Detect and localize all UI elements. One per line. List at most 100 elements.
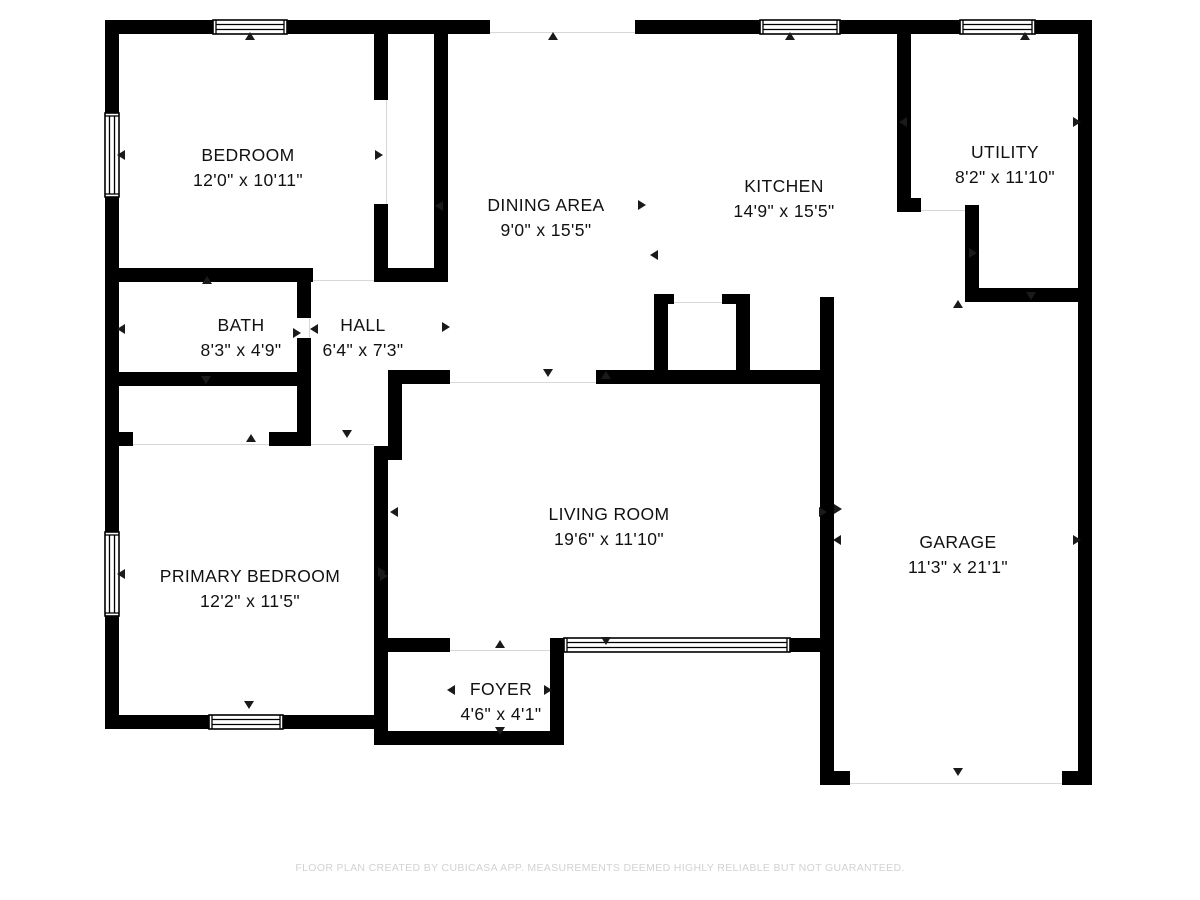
wall-bedroom-closet-e2 [374, 204, 388, 282]
dirmark-bedroom-east [375, 150, 383, 160]
room-dimensions-hall: 6'4" x 7'3" [322, 340, 404, 360]
dirmark-living-north [543, 369, 553, 377]
wall-garage-west [820, 297, 834, 785]
window-primary-south [208, 714, 284, 730]
dirmark-utility-west [899, 117, 907, 127]
wall-foyer-bottom [388, 731, 564, 745]
room-label-garage: GARAGE 11'3" x 21'1" [908, 530, 1008, 580]
wall-livingroom-west-v [374, 446, 388, 729]
wall-bath-east-lower [297, 338, 311, 446]
window-bedroom-west-frame [104, 112, 120, 198]
dirmark-garage-west [834, 504, 842, 514]
dirmark-foyer-east [544, 685, 552, 695]
window-primary-west-frame [104, 531, 120, 617]
dirmark-utility-east [1073, 117, 1081, 127]
footer-disclaimer: FLOOR PLAN CREATED BY CUBICASA APP. MEAS… [295, 862, 905, 874]
slider-living-south-frame [563, 637, 791, 653]
slider-living-south [563, 637, 791, 653]
room-dimensions-kitchen: 14'9" x 15'5" [733, 201, 835, 221]
exterior-wall-bottom-prim-r [283, 715, 388, 729]
room-name-garage: GARAGE [919, 532, 997, 552]
dirmark-living-west [390, 507, 398, 517]
dirmark-dining-north [548, 32, 558, 40]
exterior-wall-right [1078, 20, 1092, 785]
dirmark-foyer-west [447, 685, 455, 695]
room-label-dining-area: DINING AREA 9'0" x 15'5" [487, 193, 604, 243]
room-label-hall: HALL 6'4" x 7'3" [323, 313, 404, 363]
wall-garage-bottom-left [820, 771, 850, 785]
exterior-wall-left-lower [105, 616, 119, 729]
dirmark-living-east [819, 507, 827, 517]
dirmark-foyer-south [495, 727, 505, 735]
room-name-bath: BATH [217, 315, 265, 335]
wall-pantry-left [654, 294, 668, 374]
dirmark-kitchen-north [785, 32, 795, 40]
dirmark-bath-south [201, 376, 211, 384]
dirmark-foyer-north [495, 640, 505, 648]
dirmark-garage-south [953, 768, 963, 776]
dirmark-bath-west [117, 324, 125, 334]
wall-hall-bottom-left [105, 432, 133, 446]
wall-foyer-east [550, 638, 564, 738]
room-name-living-room: LIVING ROOM [548, 504, 670, 524]
window-bedroom-north [212, 19, 288, 35]
wall-dining-west [434, 20, 448, 282]
room-name-hall: HALL [340, 315, 386, 335]
exterior-wall-top-left [105, 20, 213, 34]
window-utility-north-frame [959, 19, 1036, 35]
thin-separators-group [133, 31, 1062, 785]
wall-bedroom-closet-e [374, 20, 388, 100]
walls-group [105, 20, 1092, 785]
dirmark-garage-north [953, 300, 963, 308]
direction-marks-group [117, 32, 1081, 776]
room-dimensions-garage: 11'3" x 21'1" [908, 557, 1008, 577]
dirmark-bedroom-north [245, 32, 255, 40]
window-kitchen-north-frame [759, 19, 841, 35]
wall-hall-bottom-mid [269, 432, 311, 446]
dirmark-primary-west [117, 569, 125, 579]
room-name-primary-bedroom: PRIMARY BEDROOM [159, 566, 341, 586]
room-dimensions-primary-bedroom: 12'2" x 11'5" [200, 591, 300, 611]
wall-utility-bottom-left [897, 198, 921, 212]
dirmark-utility-north [1020, 32, 1030, 40]
dirmark-dining-east [638, 200, 646, 210]
room-dimensions-foyer: 4'6" x 4'1" [460, 704, 542, 724]
room-dimensions-bath: 8'3" x 4'9" [200, 340, 282, 360]
window-bedroom-west [104, 112, 120, 198]
room-name-foyer: FOYER [469, 679, 533, 699]
room-dimensions-utility: 8'2" x 11'10" [955, 167, 1055, 187]
wall-garage-bottom-right [1062, 771, 1092, 785]
window-primary-south-frame [208, 714, 284, 730]
window-utility-north [959, 19, 1036, 35]
exterior-wall-left-upper [105, 20, 119, 113]
exterior-wall-top-dining-r [635, 20, 760, 34]
window-primary-west [104, 531, 120, 617]
room-dimensions-dining-area: 9'0" x 15'5" [500, 220, 592, 240]
exterior-wall-left-mid [105, 197, 119, 532]
window-kitchen-north [759, 19, 841, 35]
exterior-wall-top-utility-r [1035, 20, 1092, 34]
dirmark-living-w2 [378, 567, 386, 577]
exterior-wall-top-bedroom-r [287, 20, 490, 34]
dirmark-hall-south [342, 430, 352, 438]
wall-livingroom-west-upper [388, 370, 450, 384]
wall-bath-east [297, 268, 311, 318]
dirmark-bath-east [293, 328, 301, 338]
wall-foyer-west [388, 638, 450, 652]
dirmark-primary-south [244, 701, 254, 709]
dirmark-living-e2 [833, 535, 841, 545]
room-label-primary-bedroom: PRIMARY BEDROOM 12'2" x 11'5" [160, 564, 340, 614]
exterior-wall-bottom-left [105, 715, 209, 729]
room-name-dining-area: DINING AREA [487, 195, 605, 215]
dirmark-primary-north [246, 434, 256, 442]
dirmark-utility-inner [969, 248, 977, 258]
wall-kitchen-bottom [596, 370, 834, 384]
room-name-utility: UTILITY [971, 142, 1039, 162]
dirmark-closet-east [435, 201, 443, 211]
dirmark-garage-east [1073, 535, 1081, 545]
